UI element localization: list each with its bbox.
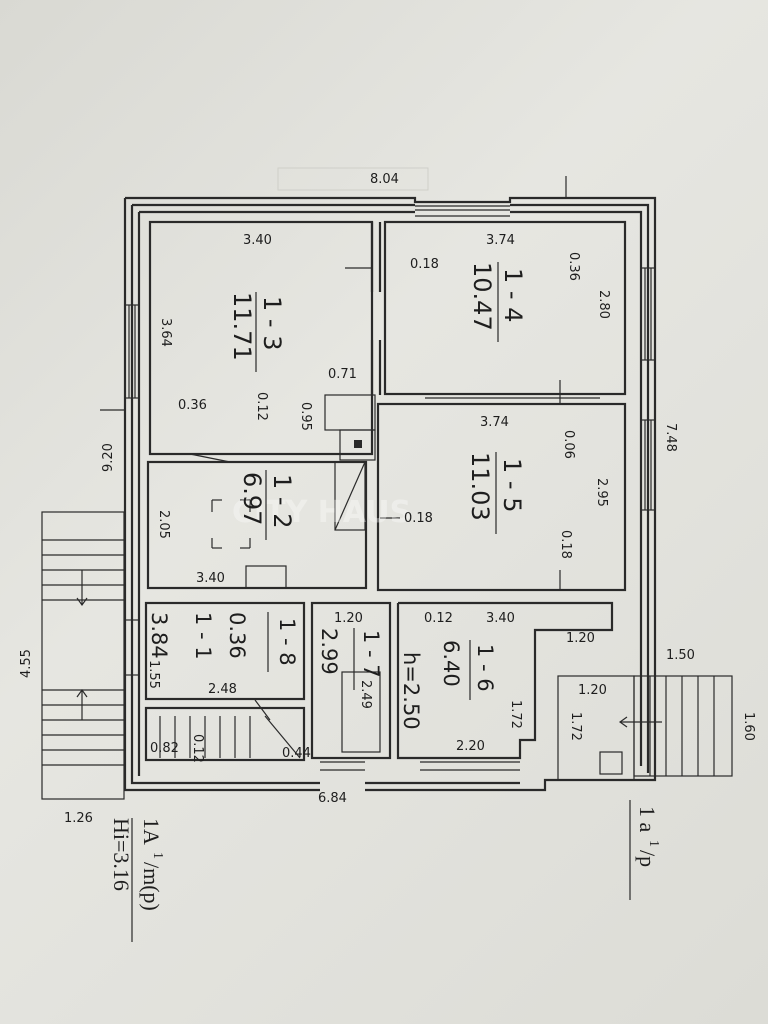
dimension-ticks [100, 176, 567, 590]
dim-small-q: 0.44 [282, 746, 311, 761]
dim-small-m: 1.20 [578, 683, 607, 698]
room-1-1-area: 3.84 [147, 612, 171, 659]
dim-small-k: 1.20 [566, 631, 595, 646]
room-1-1-width: 2.48 [208, 682, 237, 697]
dim-small-b: 0.36 [566, 252, 581, 281]
room-1-7-area: 2.99 [317, 628, 341, 675]
stair-left [41, 511, 125, 800]
dim-small-e: 0.12 [254, 392, 269, 421]
room-1-1-id: 1 - 1 [191, 612, 215, 660]
annex-suffix: /p [635, 850, 660, 867]
dim-small-h: 0.18 [404, 511, 433, 526]
room-1-6-width: 3.40 [486, 611, 515, 626]
dim-overall-height: 7.48 [663, 423, 678, 452]
room-1-5-id: 1 - 5 [498, 458, 526, 512]
dim-small-d: 0.36 [178, 398, 207, 413]
dim-small-a: 0.18 [410, 257, 439, 272]
annex-sup: 1 [646, 840, 661, 847]
dim-small-p: 0.12 [190, 734, 205, 763]
dim-stair-right-width: 1.50 [666, 648, 695, 663]
scan-artifact [277, 167, 429, 191]
dim-left-height: 9.20 [101, 443, 116, 472]
room-1-4-height: 2.80 [596, 290, 611, 319]
dim-stair-right-height: 1.60 [741, 712, 756, 741]
floor-height: Hi=3.16 [109, 818, 134, 891]
dim-small-o: 0.82 [150, 741, 179, 756]
dim-stair-left-width: 1.26 [64, 811, 93, 826]
annex-code: 1 a [635, 806, 660, 833]
room-1-2-width: 3.40 [196, 571, 225, 586]
dim-small-n: 1.72 [568, 712, 583, 741]
room-1-4-area: 10.47 [468, 262, 496, 331]
room-1-3-id: 1 - 3 [258, 296, 286, 350]
dim-small-j: 0.12 [424, 611, 453, 626]
room-1-3-width: 3.40 [243, 233, 272, 248]
room-1-7-id: 1 - 7 [359, 630, 383, 678]
interior-walls [144, 220, 627, 762]
room-1-2-id: 1 - 2 [268, 474, 296, 528]
room-1-5-area: 11.03 [466, 452, 494, 521]
room-1-6-id: 1 - 6 [473, 644, 497, 692]
floor-main-code: 1A [139, 818, 164, 845]
room-1-4-id: 1 - 4 [499, 268, 527, 322]
room-1-1-height: 1.55 [146, 660, 161, 689]
room-1-5-height: 2.95 [594, 478, 609, 507]
dim-small-i: 0.18 [558, 530, 573, 559]
dim-overall-width: 8.04 [370, 172, 399, 187]
floor-main-sup: 1 [150, 852, 165, 859]
dim-bottom-width: 6.84 [318, 791, 347, 806]
dim-stair-left-height: 4.55 [19, 649, 34, 678]
room-1-6-height: 2.20 [456, 739, 485, 754]
room-1-7-width: 1.20 [334, 611, 363, 626]
room-1-4-width: 3.74 [486, 233, 515, 248]
room-1-5-width: 3.74 [480, 415, 509, 430]
floor-main-suffix: /m(p) [139, 862, 164, 911]
room-1-6-ceiling-height: h=2.50 [399, 652, 423, 730]
dim-small-f: 0.95 [298, 402, 313, 431]
dim-small-g: 0.06 [561, 430, 576, 459]
room-1-3-height: 3.64 [158, 318, 173, 347]
room-1-7-height: 2.49 [358, 680, 373, 709]
room-1-2-height: 2.05 [156, 510, 171, 539]
room-1-8-area: 0.36 [225, 612, 249, 659]
dim-small-l: 1.72 [508, 700, 523, 729]
room-1-3-area: 11.71 [228, 292, 256, 361]
floor-main-label: 1A 1 /m(p) [139, 818, 165, 911]
room-1-2-area: 6.97 [238, 472, 266, 525]
watermark: CITY HAUS [232, 495, 411, 530]
stair-right [557, 675, 733, 781]
room-1-8-id: 1 - 8 [275, 618, 299, 666]
outer-walls [123, 196, 657, 792]
dim-small-c: 0.71 [328, 367, 357, 382]
annex-label: 1 a 1 /p [635, 806, 661, 867]
room-1-6-area: 6.40 [439, 640, 463, 687]
